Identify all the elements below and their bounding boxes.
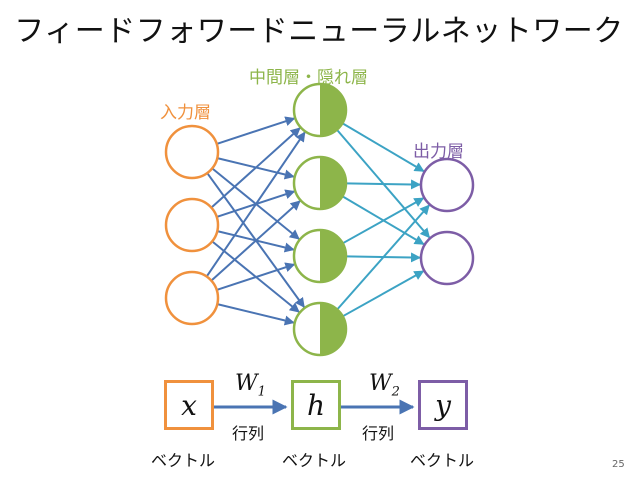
slide-title: フィードフォワードニューラルネットワーク: [14, 14, 624, 49]
matrix-label-2: 行列: [362, 424, 395, 443]
weight-w1-label: W1: [235, 371, 266, 399]
edge-hidden-3-output-0: [336, 204, 430, 311]
edge-hidden-0-output-0: [341, 122, 425, 173]
network-nodes: [164, 82, 475, 357]
hidden-layer-label: 中間層・隠れ層: [249, 68, 368, 88]
input-node-0: [164, 124, 220, 180]
page-number: 25: [612, 459, 625, 470]
hidden-node-fill-0: [320, 84, 346, 136]
weight-w2-base: W: [369, 371, 392, 396]
weight-w2-label: W2: [369, 371, 400, 399]
matrix-label-1: 行列: [232, 424, 265, 443]
output-layer-label: 出力層: [413, 142, 464, 162]
vector-x-box: x: [164, 380, 214, 430]
weight-w2-sub: 2: [391, 384, 400, 400]
edge-input-1-hidden-0: [210, 127, 301, 209]
vector-label-y: ベクトル: [410, 451, 475, 470]
input-node-1: [164, 197, 220, 253]
edge-input-2-hidden-2: [216, 262, 296, 291]
input-layer-label: 入力層: [160, 103, 211, 123]
input-hidden-edges: [205, 116, 306, 326]
input-node-2: [164, 270, 220, 326]
edge-input-2-hidden-3: [217, 303, 295, 326]
edge-hidden-3-output-1: [342, 270, 425, 318]
edge-hidden-1-output-0: [345, 179, 422, 190]
edge-input-2-hidden-0: [205, 131, 306, 278]
weight-w1-sub: 1: [257, 384, 266, 400]
output-node-0: [419, 157, 475, 213]
hidden-output-edges: [336, 122, 431, 318]
hidden-node-fill-1: [320, 157, 346, 209]
hidden-node-fill-2: [320, 230, 346, 282]
edge-input-2-hidden-1: [210, 200, 301, 282]
vector-label-h: ベクトル: [282, 451, 347, 470]
vector-label-x: ベクトル: [151, 451, 216, 470]
vector-y-box: y: [418, 380, 468, 430]
vector-h-box: h: [291, 380, 341, 430]
weight-w1-base: W: [235, 371, 258, 396]
edge-hidden-2-output-0: [342, 197, 425, 245]
output-node-1: [419, 230, 475, 286]
hidden-node-fill-3: [320, 303, 346, 355]
edge-input-0-hidden-0: [216, 116, 296, 145]
